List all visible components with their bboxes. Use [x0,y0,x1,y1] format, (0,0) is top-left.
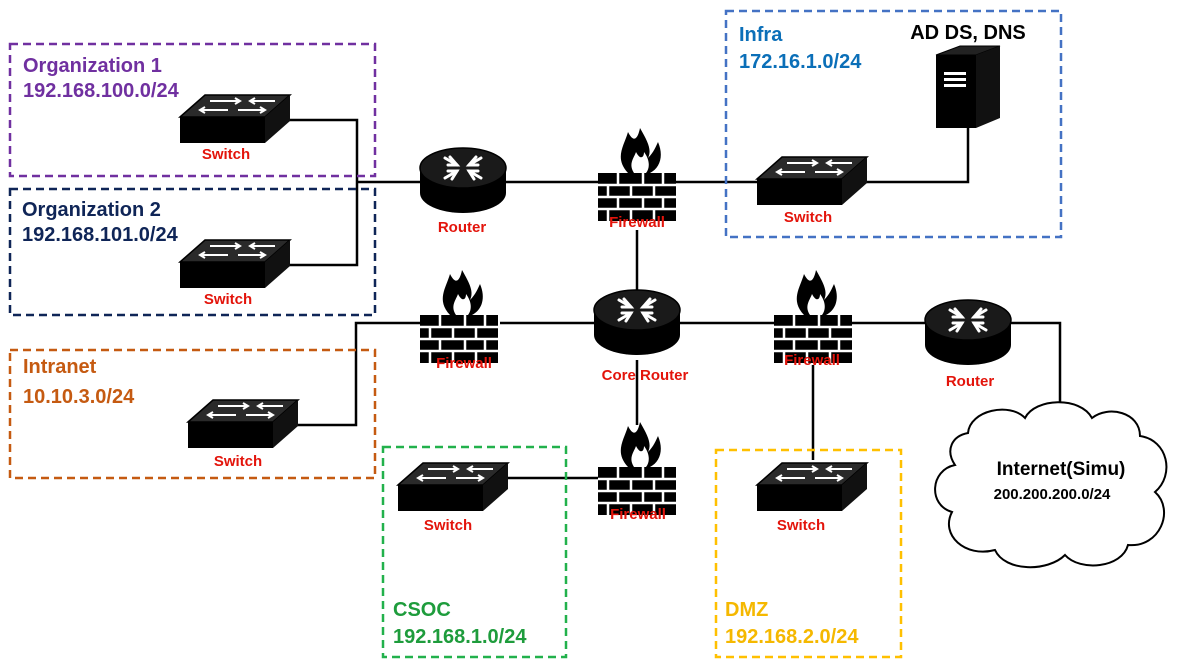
switch-icon [756,462,868,512]
switch-org1-label: Switch [202,146,250,163]
links [288,118,1062,480]
zone-csoc-subnet: 192.168.1.0/24 [393,626,527,648]
firewall-top: Firewall [596,126,678,231]
switch-org2: Switch [179,239,291,308]
internet-subnet: 200.200.200.0/24 [994,486,1111,503]
switch-intranet-label: Switch [214,453,262,470]
switch-org2-label: Switch [204,291,252,308]
router-right-label: Router [946,373,994,390]
switch-icon [187,399,299,449]
core-router-label: Core Router [602,367,689,384]
switch-infra-label: Switch [784,209,832,226]
firewall-bottom: Firewall [596,420,678,523]
zone-dmz-title: DMZ [725,599,768,621]
router-top: Router [418,146,508,236]
firewall-left: Firewall [418,268,500,372]
switch-icon [179,94,291,144]
firewall-icon [772,268,854,365]
firewall-icon [418,268,500,365]
switch-icon [397,462,509,512]
zone-intranet: Intranet 10.10.3.0/24 [8,348,377,480]
zone-org2: Organization 2 192.168.101.0/24 [8,187,377,317]
switch-org1: Switch [179,94,291,163]
zone-dmz-subnet: 192.168.2.0/24 [725,626,859,648]
link-org1-switch [288,118,359,267]
link-switch-server [860,128,970,184]
firewall-top-label: Firewall [609,214,665,231]
switch-icon [756,156,868,206]
zone-org1-title: Organization 1 [23,55,162,77]
firewall-right-label: Firewall [784,352,840,369]
server-ad-dns: AD DS, DNS [910,22,1026,128]
zone-csoc-title: CSOC [393,599,451,621]
zone-csoc: CSOC 192.168.1.0/24 [381,445,568,659]
server-label: AD DS, DNS [910,22,1026,44]
router-icon [418,146,508,215]
switch-dmz-label: Switch [777,517,825,534]
zone-infra-title: Infra [739,24,783,46]
switch-infra: Switch [756,156,868,226]
link-firewall-intranet [293,321,420,427]
router-icon [923,298,1013,367]
switch-icon [179,239,291,289]
cloud-icon [934,401,1168,569]
switch-dmz: Switch [756,462,868,534]
firewall-icon [596,126,678,223]
zone-infra: Infra 172.16.1.0/24 [724,9,1063,239]
internet-cloud: Internet(Simu) 200.200.200.0/24 [934,401,1168,569]
router-icon [592,288,682,357]
zone-dmz: DMZ 192.168.2.0/24 [714,448,903,659]
switch-csoc: Switch [397,462,509,534]
firewall-bottom-label: Firewall [610,506,666,523]
firewall-left-label: Firewall [436,355,492,372]
zone-org2-title: Organization 2 [22,199,161,221]
firewall-right: Firewall [772,268,854,369]
core-router: Core Router [592,288,689,384]
server-icon [935,45,1001,128]
zone-org2-subnet: 192.168.101.0/24 [22,224,179,246]
firewall-icon [596,420,678,517]
zone-intranet-title: Intranet [23,356,97,378]
switch-csoc-label: Switch [424,517,472,534]
zone-org1: Organization 1 192.168.100.0/24 [8,42,377,178]
link-router-internet [1010,321,1062,432]
zone-org1-subnet: 192.168.100.0/24 [23,80,180,102]
router-top-label: Router [438,219,486,236]
internet-title: Internet(Simu) [997,459,1126,480]
zone-infra-subnet: 172.16.1.0/24 [739,51,862,73]
router-right: Router [923,298,1013,390]
zone-intranet-subnet: 10.10.3.0/24 [23,386,135,408]
switch-intranet: Switch [187,399,299,470]
